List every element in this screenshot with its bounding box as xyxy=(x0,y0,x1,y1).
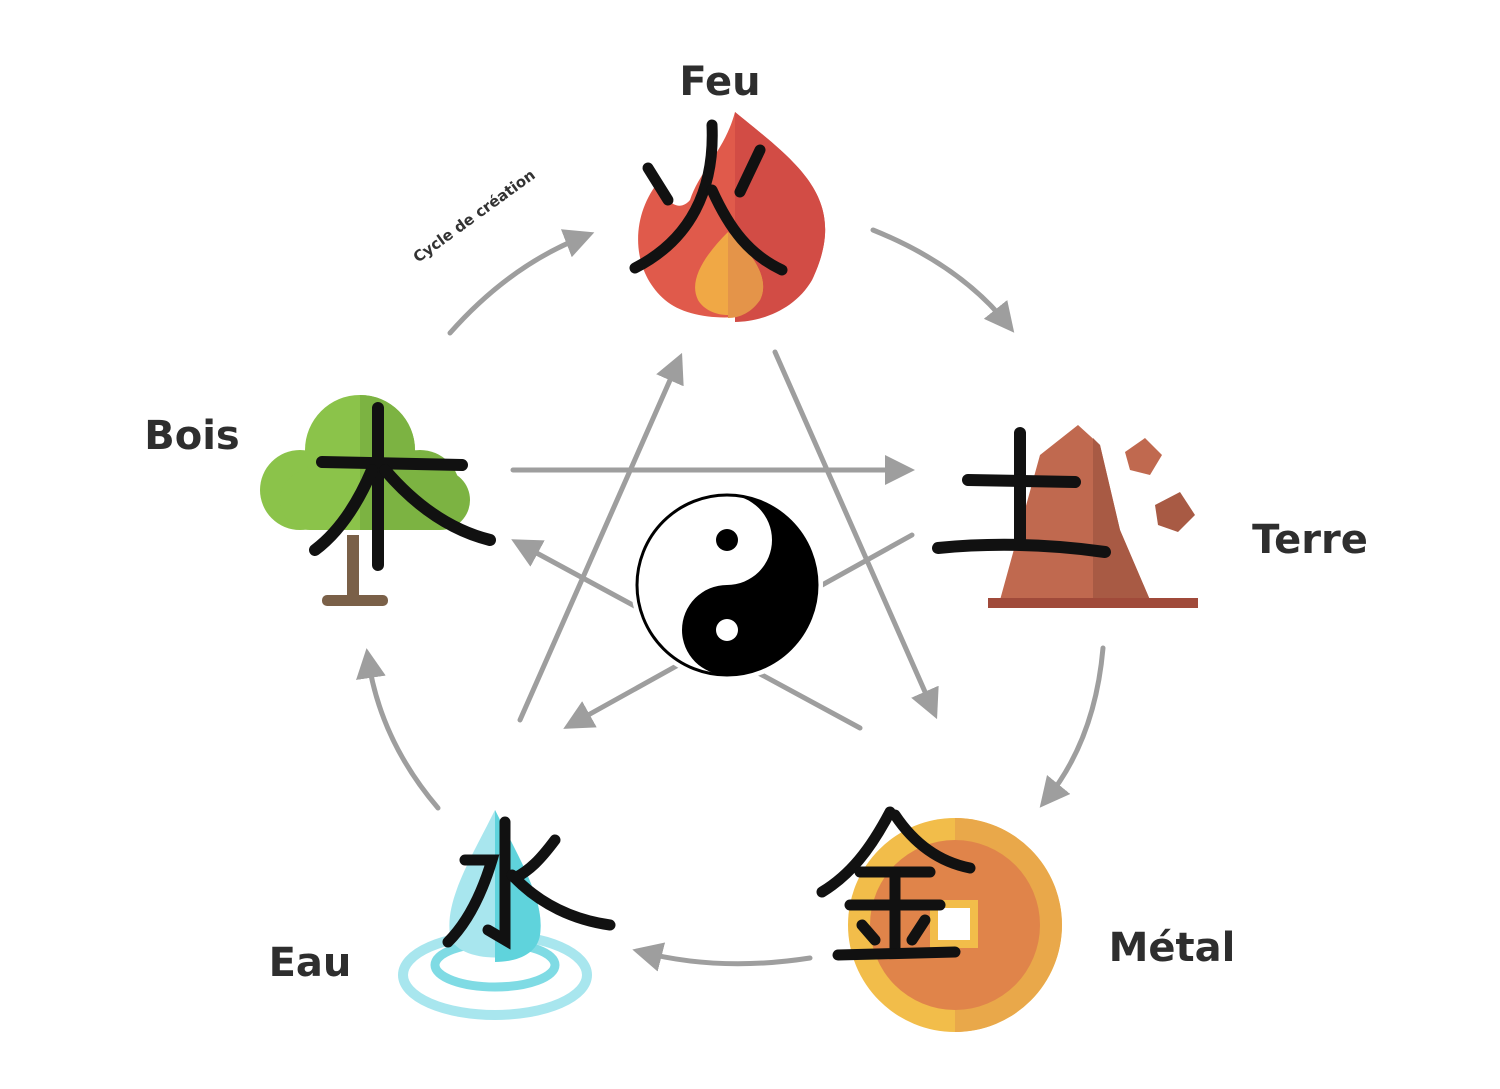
wood-label: Bois xyxy=(144,413,240,459)
water-icon xyxy=(398,810,616,1020)
arrow-earth-to-metal xyxy=(1039,645,1106,808)
earth-icon xyxy=(932,425,1198,608)
arrow-water-to-fire xyxy=(517,352,684,723)
fire-label: Feu xyxy=(679,59,761,105)
wood-icon xyxy=(260,395,496,606)
earth-label: Terre xyxy=(1252,517,1368,563)
water-label: Eau xyxy=(268,940,352,986)
arrow-metal-to-water xyxy=(632,942,813,972)
metal-label: Métal xyxy=(1108,925,1236,971)
arrow-fire-to-metal xyxy=(772,349,939,720)
yin-yang-icon xyxy=(631,489,823,681)
arrow-wood-to-fire xyxy=(447,229,595,336)
fire-icon xyxy=(629,112,826,322)
metal-icon xyxy=(816,806,1062,1032)
arrow-fire-to-earth xyxy=(870,227,1015,333)
arrow-water-to-wood xyxy=(356,648,441,811)
